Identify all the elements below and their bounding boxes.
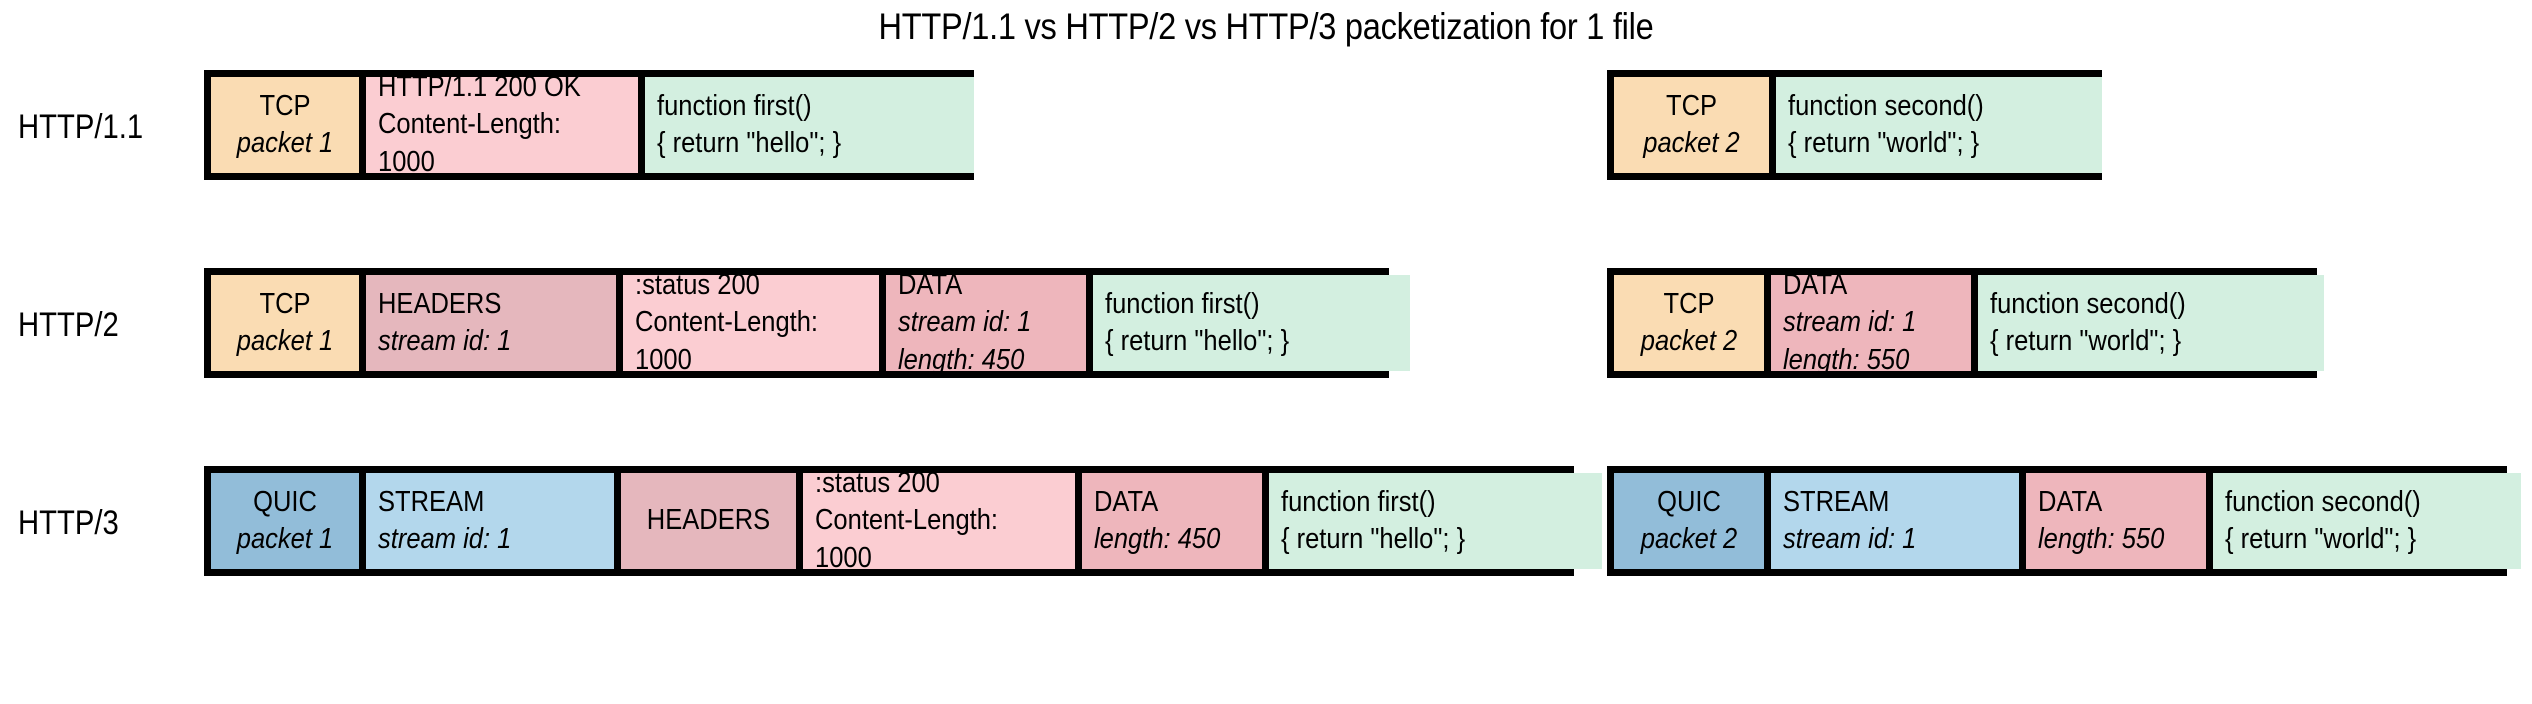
payload-first-line: { return "hello"; } [1105,325,1290,357]
stream-frame-line: STREAM [378,485,485,518]
http2-packet-2-payload-second: function second() { return "world"; } [1978,275,2324,371]
http3-packet-2-quic-header: QUIC packet 2 [1614,473,1764,569]
data-frame-line: length: 450 [898,343,1025,371]
headers-frame-line: stream id: 1 [378,325,512,357]
http-response-headers-line: 1000 [378,145,435,173]
http3-packet-2: QUIC packet 2 STREAM stream id: 1 DATA length… [1607,466,2521,576]
http3-packet-1-headers-frame: HEADERS [621,473,796,569]
payload-first-line: { return "hello"; } [657,127,842,159]
http11-packet-1: TCP packet 1 HTTP/1.1 200 OK Content-Length… [204,70,974,180]
http3-packet-2-data-frame: DATA length: 550 [2026,473,2206,569]
http11-packet-2: TCP packet 2 function second() { return "wo… [1607,70,2102,180]
http3-packet-1-payload-first: function first() { return "hello"; } [1269,473,1602,569]
tcp-header-line: TCP [259,89,311,122]
payload-first-line: { return "hello"; } [1281,523,1466,555]
http-response-headers-line: Content-Length: [635,306,819,339]
http-response-headers-line: 1000 [815,541,872,569]
quic-header-line: packet 2 [1640,523,1738,555]
http-response-headers-line: 1000 [635,343,692,371]
http-response-headers-line: Content-Length: [378,108,562,141]
data-frame-line: DATA [2038,485,2103,518]
payload-second-line: { return "world"; } [1990,325,2182,357]
http-response-headers-line: Content-Length: [815,504,999,537]
http11-packet-1-http-response-headers: HTTP/1.1 200 OK Content-Length: 1000 [366,77,638,173]
http-response-headers-line: :status 200 [635,275,760,302]
http2-packet-1: TCP packet 1 HEADERS stream id: 1 :status 20… [204,268,1410,378]
http11-packet-2-payload-second: function second() { return "world"; } [1776,77,2102,173]
http3-packet-1: QUIC packet 1 STREAM stream id: 1 HEADERS :st… [204,466,1602,576]
payload-first-line: function first() [657,89,812,122]
stream-frame-line: stream id: 1 [378,523,512,555]
stream-frame-line: STREAM [1783,485,1890,518]
http2-packet-1-payload-first: function first() { return "hello"; } [1093,275,1410,371]
http3-packet-1-stream-frame: STREAM stream id: 1 [366,473,614,569]
http2-packet-2: TCP packet 2 DATA stream id: 1 length: 550 fu… [1607,268,2324,378]
quic-header-line: packet 1 [236,523,334,555]
diagram-row-http3: HTTP/3 QUIC packet 1 STREAM stream id: 1 HEA… [0,466,2532,576]
payload-second-line: function second() [1990,287,2186,320]
data-frame-line: length: 550 [1783,343,1910,371]
http3-packet-1-quic-header: QUIC packet 1 [211,473,359,569]
tcp-header-line: packet 2 [1643,127,1740,159]
data-frame-line: DATA [1094,485,1159,518]
data-frame-line: DATA [1783,275,1848,302]
tcp-header-line: packet 1 [236,127,334,159]
tcp-header-line: TCP [1663,287,1715,320]
http2-packet-1-data-frame: DATA stream id: 1 length: 450 [886,275,1086,371]
headers-frame-line: HEADERS [378,287,502,320]
quic-header-line: QUIC [253,485,317,518]
http-response-headers-line: :status 200 [815,473,940,500]
row-label-http11: HTTP/1.1 [18,108,144,146]
tcp-header-line: packet 1 [236,325,334,357]
http11-packet-1-payload-first: function first() { return "hello"; } [645,77,974,173]
http2-packet-2-tcp-header: TCP packet 2 [1614,275,1764,371]
row-label-http2: HTTP/2 [18,306,119,344]
payload-second-line: { return "world"; } [1788,127,1980,159]
data-frame-line: stream id: 1 [898,306,1032,339]
payload-second-line: function second() [2225,485,2421,518]
quic-header-line: QUIC [1657,485,1721,518]
page-title: HTTP/1.1 vs HTTP/2 vs HTTP/3 packetizati… [878,6,1654,47]
payload-second-line: { return "world"; } [2225,523,2417,555]
data-frame-line: stream id: 1 [1783,306,1917,339]
data-frame-line: length: 550 [2038,523,2165,555]
payload-second-line: function second() [1788,89,1984,122]
http11-packet-1-tcp-header: TCP packet 1 [211,77,359,173]
http11-packet-2-tcp-header: TCP packet 2 [1614,77,1769,173]
row-label-http3: HTTP/3 [18,504,119,542]
stream-frame-line: stream id: 1 [1783,523,1917,555]
headers-frame-line: HEADERS [646,504,771,537]
tcp-header-line: TCP [1665,89,1718,122]
http2-packet-2-data-frame: DATA stream id: 1 length: 550 [1771,275,1971,371]
http3-packet-1-data-frame: DATA length: 450 [1082,473,1262,569]
diagram-row-http11: HTTP/1.1 TCP packet 1 HTTP/1.1 200 OK Conte… [0,70,2532,180]
tcp-header-line: TCP [259,287,311,320]
http-response-headers-line: HTTP/1.1 200 OK [378,77,581,104]
data-frame-line: length: 450 [1094,523,1221,555]
http2-packet-1-headers-frame: HEADERS stream id: 1 [366,275,616,371]
payload-first-line: function first() [1105,287,1260,320]
http2-packet-1-tcp-header: TCP packet 1 [211,275,359,371]
payload-first-line: function first() [1281,485,1436,518]
tcp-header-line: packet 2 [1640,325,1738,357]
diagram-row-http2: HTTP/2 TCP packet 1 HEADERS stream id: 1 :st… [0,268,2532,378]
http3-packet-2-payload-second: function second() { return "world"; } [2213,473,2521,569]
data-frame-line: DATA [898,275,963,302]
http3-packet-2-stream-frame: STREAM stream id: 1 [1771,473,2019,569]
